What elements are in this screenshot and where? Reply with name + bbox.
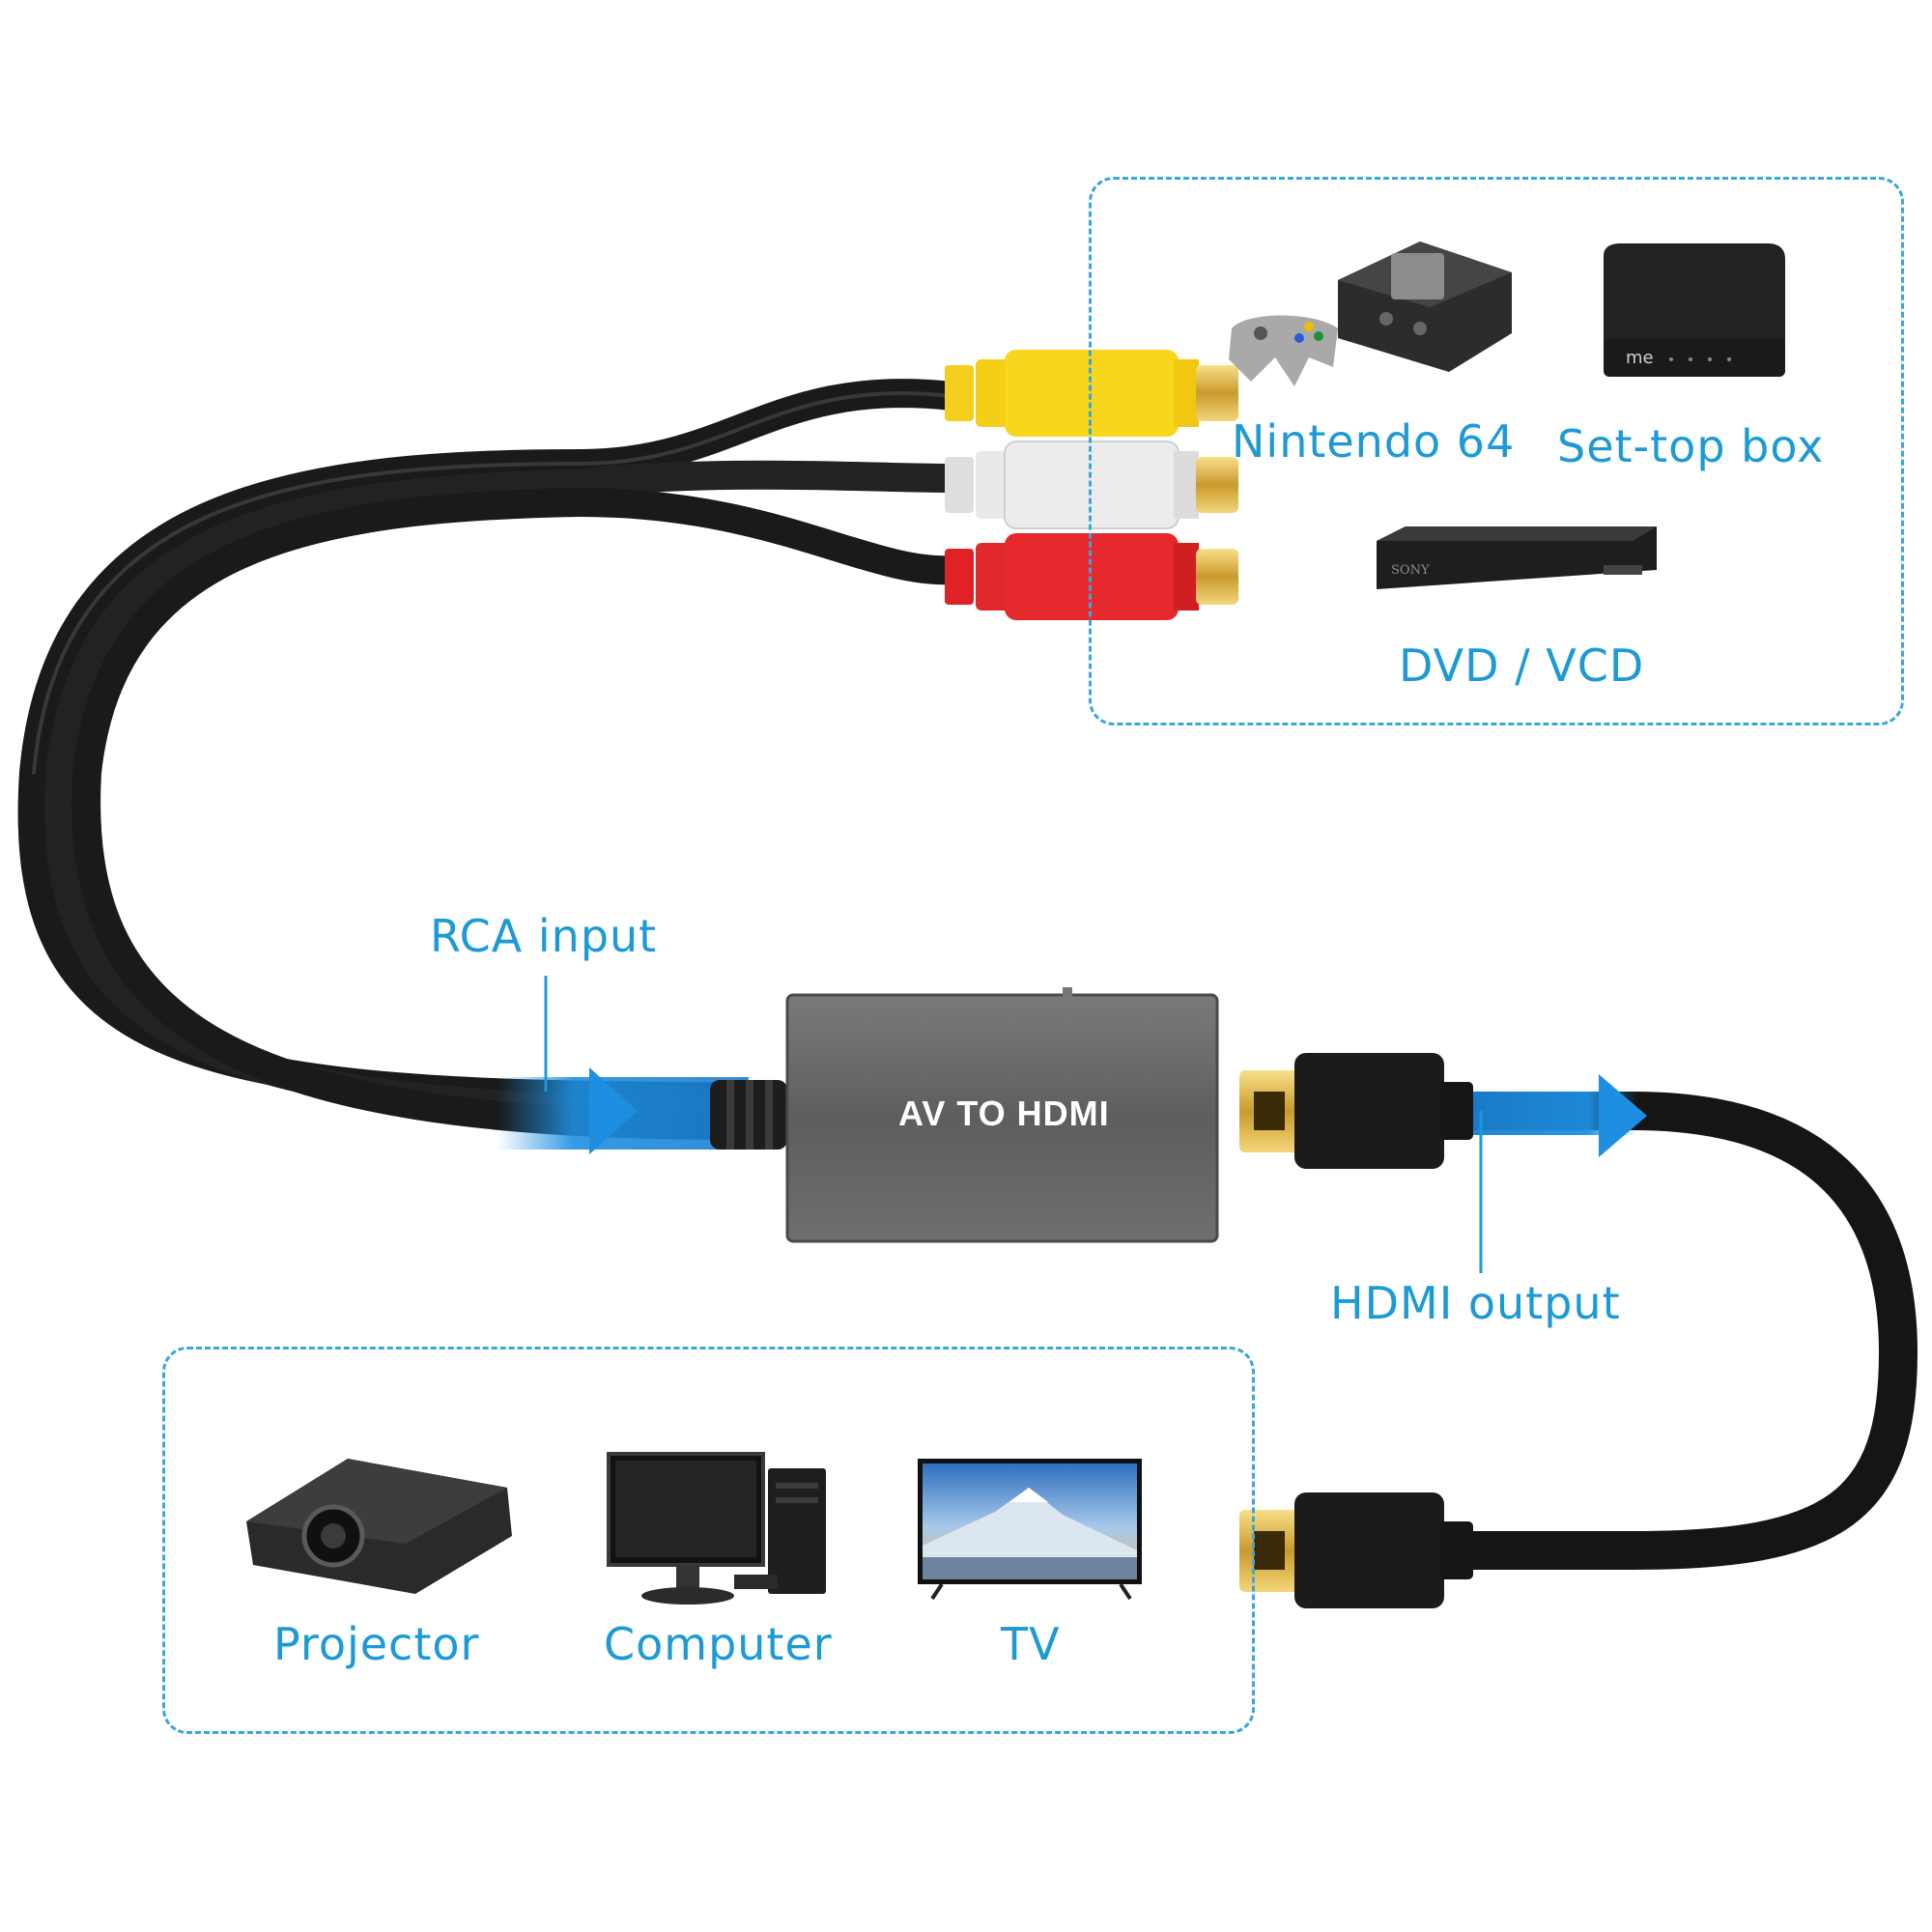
computer-icon xyxy=(607,1452,826,1605)
tv-icon xyxy=(918,1459,1142,1601)
dvd-player-icon: SONY xyxy=(1377,526,1657,589)
converter-box xyxy=(785,987,1219,1243)
set-top-box-icon: me xyxy=(1604,243,1785,377)
display-label-projector: Projector xyxy=(273,1618,480,1670)
source-label-dvd-vcd: DVD / VCD xyxy=(1399,639,1645,692)
output-flow-arrow-icon xyxy=(1599,1074,1647,1157)
input-flow-arrow-icon xyxy=(589,1067,638,1154)
display-label-computer: Computer xyxy=(604,1618,833,1670)
rca-connector-red xyxy=(945,533,1238,620)
svg-text:me: me xyxy=(1626,348,1654,368)
source-label-set-top-box: Set-top box xyxy=(1557,420,1825,472)
source-devices-group xyxy=(1089,177,1904,725)
rca-input-label: RCA input xyxy=(430,910,658,962)
converter-label: AV TO HDMI xyxy=(898,1094,1110,1133)
hdmi-output-label: HDMI output xyxy=(1330,1277,1621,1329)
hdmi-connector-bottom xyxy=(1239,1492,1473,1608)
svg-text:SONY: SONY xyxy=(1391,563,1430,578)
rca-cable xyxy=(17,379,966,1140)
display-devices-group xyxy=(162,1347,1255,1734)
rca-connector-white xyxy=(945,440,1238,529)
display-label-tv: TV xyxy=(1001,1618,1061,1670)
input-strain-relief xyxy=(710,1080,787,1150)
projector-icon xyxy=(246,1459,512,1594)
hdmi-connector-top xyxy=(1239,1053,1473,1169)
rca-connector-yellow xyxy=(945,350,1238,437)
game-console-icon xyxy=(1229,242,1512,386)
hdmi-cable xyxy=(1430,1092,1918,1570)
source-label-nintendo-64: Nintendo 64 xyxy=(1232,415,1516,468)
